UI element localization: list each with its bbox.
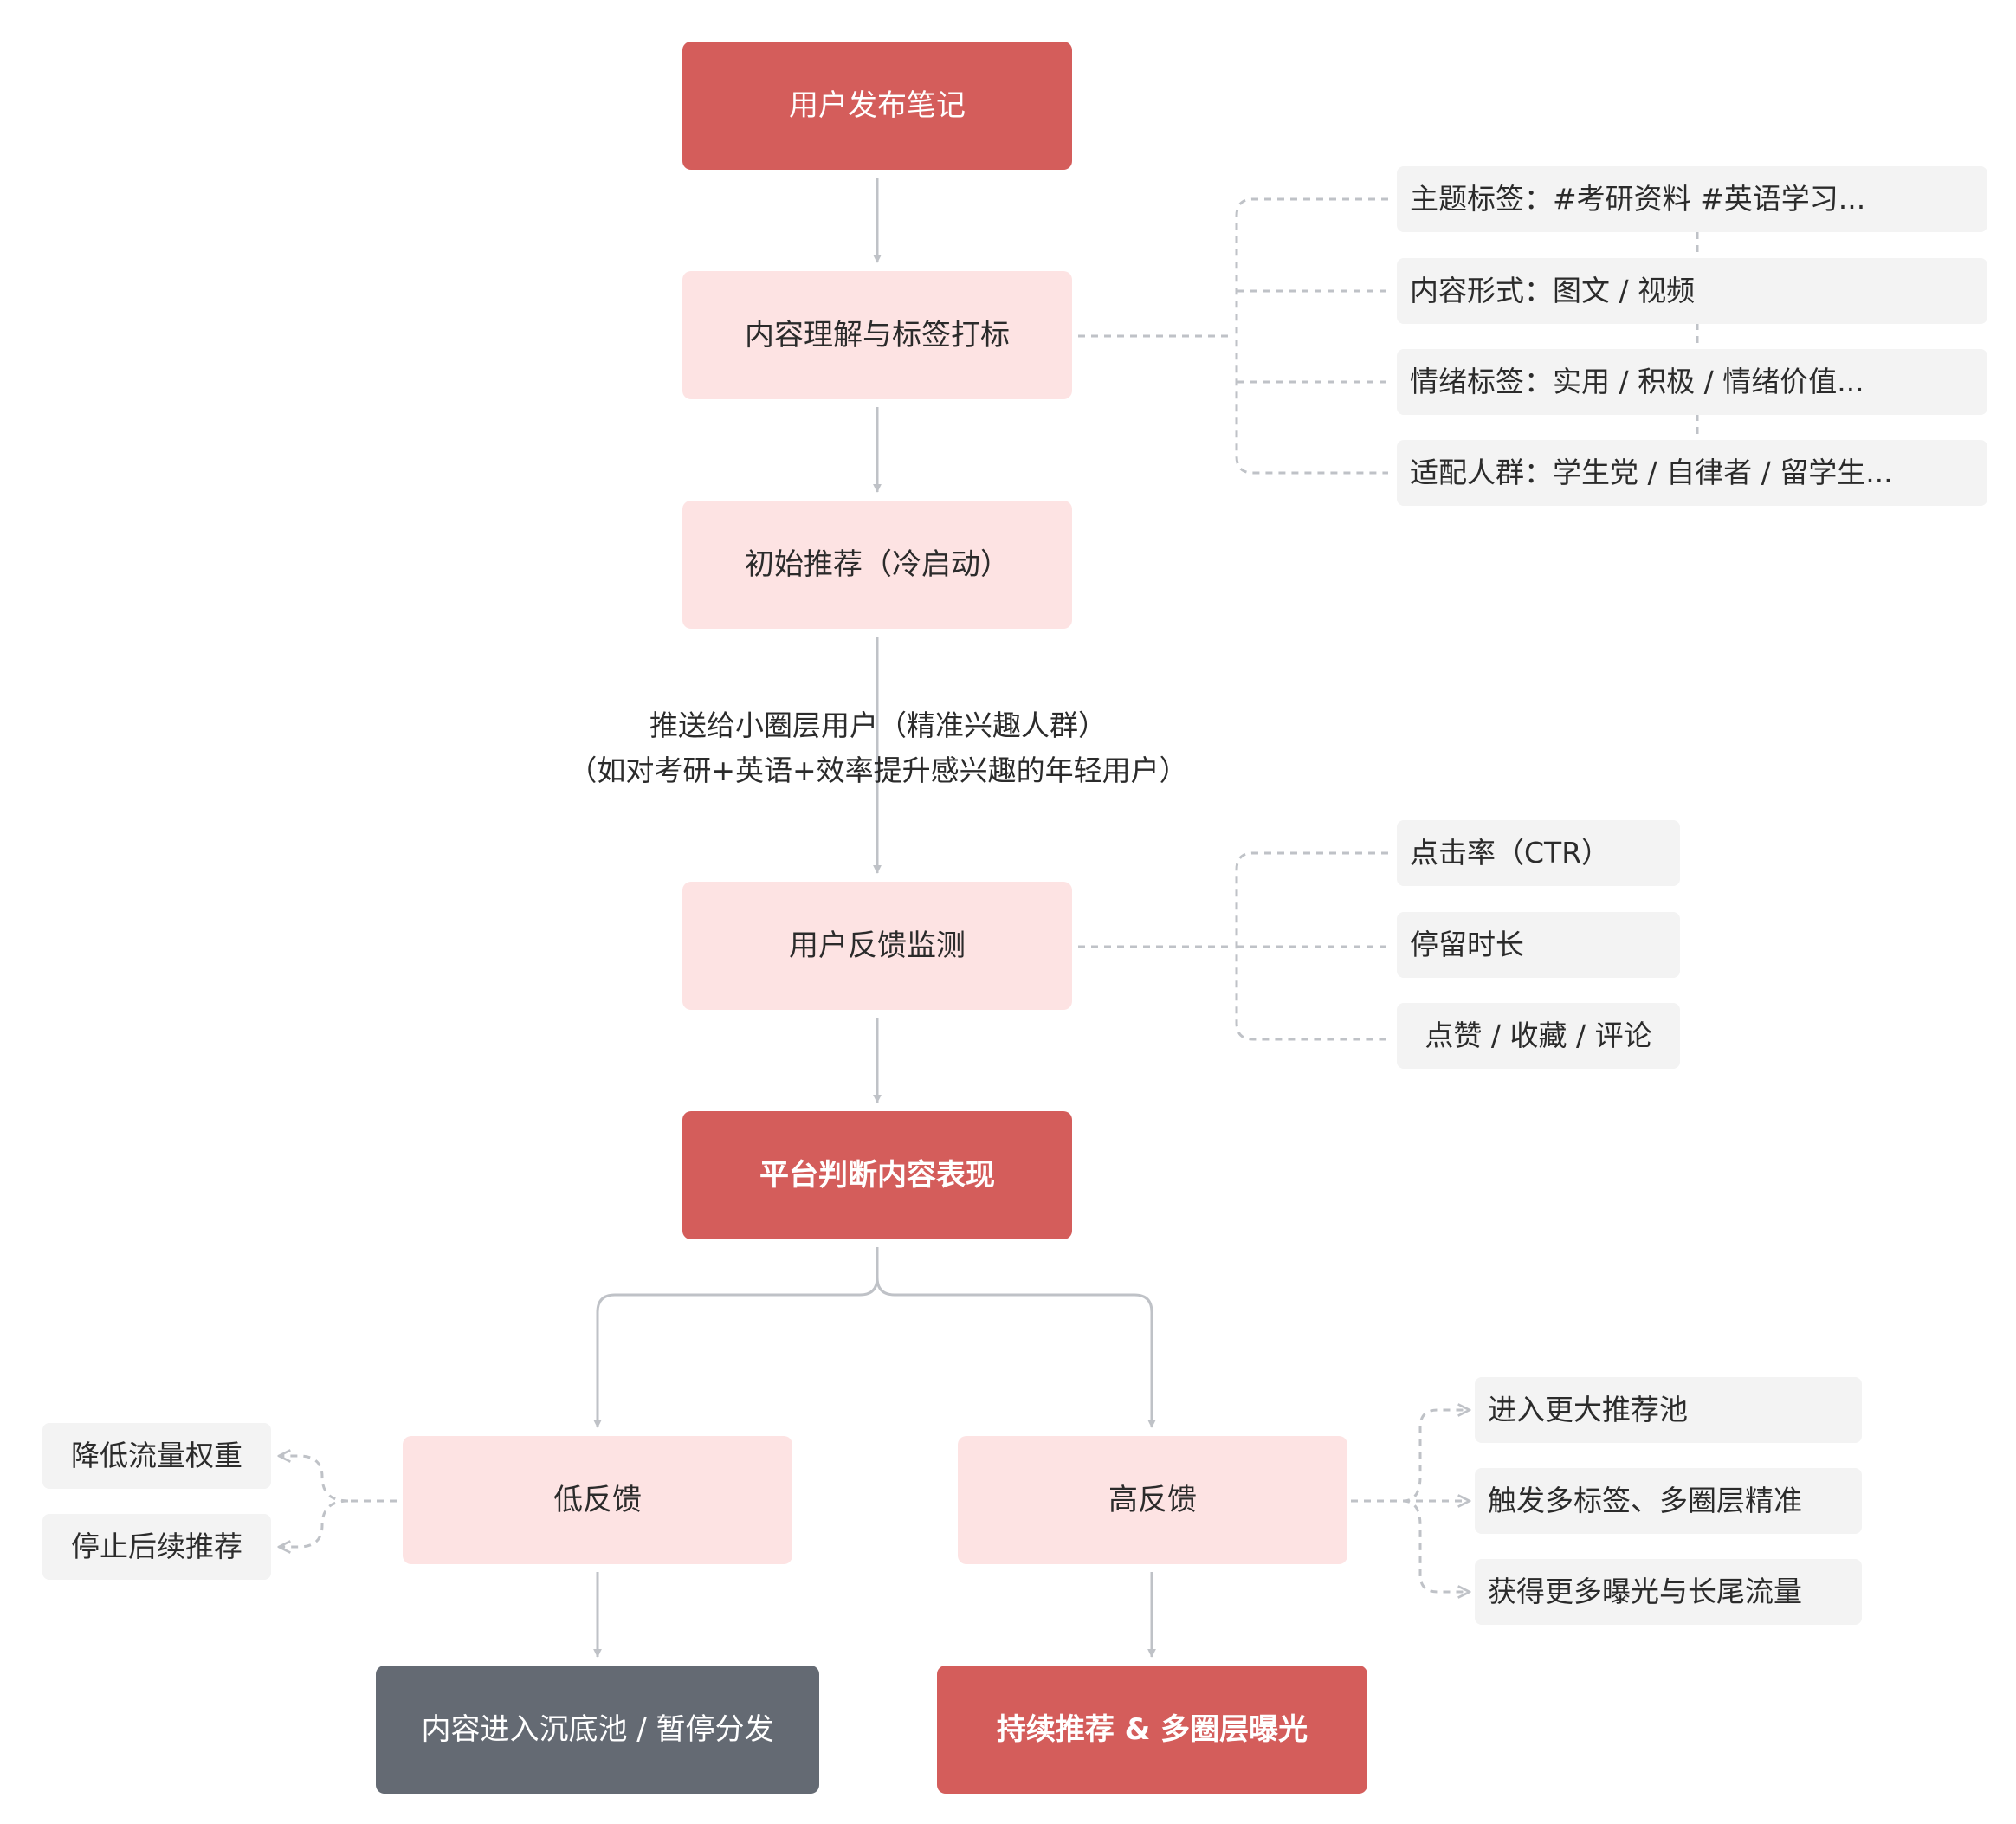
branch-judge-to-low <box>593 1247 879 1428</box>
dash-high-action-1 <box>1402 1410 1470 1503</box>
push-edge-label: 推送给小圈层用户（精准兴趣人群） （如对考研+英语+效率提升感兴趣的年轻用户） <box>445 703 1311 793</box>
content-tag-topic: 主题标签：#考研资料 #英语学习... <box>1397 166 1987 232</box>
node-content-understanding: 内容理解与标签打标 <box>682 271 1072 399</box>
high-action-more-exposure-label: 获得更多曝光与长尾流量 <box>1488 1575 1802 1609</box>
node-low-feedback: 低反馈 <box>403 1436 792 1564</box>
dash-high-action-3 <box>1402 1499 1470 1592</box>
metric-engagement: 点赞 / 收藏 / 评论 <box>1397 1003 1680 1069</box>
high-action-bigger-pool-label: 进入更大推荐池 <box>1488 1393 1688 1427</box>
node-feedback-monitor: 用户反馈监测 <box>682 882 1072 1010</box>
node-platform-judge: 平台判断内容表现 <box>682 1111 1072 1239</box>
node-high-outcome: 持续推荐 & 多圈层曝光 <box>937 1666 1367 1794</box>
dash-low-action-2 <box>279 1499 349 1547</box>
node-feedback-monitor-label: 用户反馈监测 <box>789 928 966 963</box>
node-high-feedback-label: 高反馈 <box>1108 1482 1197 1517</box>
node-cold-start-label: 初始推荐（冷启动） <box>745 547 1010 582</box>
node-low-outcome: 内容进入沉底池 / 暂停分发 <box>376 1666 819 1794</box>
high-action-bigger-pool: 进入更大推荐池 <box>1475 1377 1862 1443</box>
metric-dwell-time: 停留时长 <box>1397 912 1680 978</box>
high-action-multi-tag: 触发多标签、多圈层精准 <box>1475 1468 1862 1534</box>
dash-tags-bracket <box>1235 197 1388 475</box>
low-action-stop-recommend-label: 停止后续推荐 <box>71 1530 242 1564</box>
high-action-more-exposure: 获得更多曝光与长尾流量 <box>1475 1559 1862 1625</box>
content-tag-audience: 适配人群：学生党 / 自律者 / 留学生... <box>1397 440 1987 506</box>
content-tag-format-label: 内容形式：图文 / 视频 <box>1410 274 1696 308</box>
content-tag-format: 内容形式：图文 / 视频 <box>1397 258 1987 324</box>
node-low-outcome-label: 内容进入沉底池 / 暂停分发 <box>421 1711 774 1747</box>
metric-ctr-label: 点击率（CTR） <box>1410 836 1611 870</box>
push-edge-label-line2: （如对考研+英语+效率提升感兴趣的年轻用户） <box>568 754 1188 787</box>
dash-metrics-bracket <box>1235 851 1388 1041</box>
low-action-reduce-weight-label: 降低流量权重 <box>71 1439 242 1473</box>
high-action-multi-tag-label: 触发多标签、多圈层精准 <box>1488 1484 1802 1518</box>
metric-ctr: 点击率（CTR） <box>1397 820 1680 886</box>
content-tag-emotion: 情绪标签：实用 / 积极 / 情绪价值... <box>1397 349 1987 415</box>
node-platform-judge-label: 平台判断内容表现 <box>759 1157 995 1193</box>
metric-dwell-time-label: 停留时长 <box>1410 928 1524 962</box>
content-tag-audience-label: 适配人群：学生党 / 自律者 / 留学生... <box>1410 456 1893 490</box>
content-tag-emotion-label: 情绪标签：实用 / 积极 / 情绪价值... <box>1410 365 1864 399</box>
push-edge-label-line1: 推送给小圈层用户（精准兴趣人群） <box>649 708 1107 742</box>
node-publish-note-label: 用户发布笔记 <box>789 87 966 123</box>
node-low-feedback-label: 低反馈 <box>553 1482 642 1517</box>
low-action-reduce-weight: 降低流量权重 <box>42 1423 271 1489</box>
node-high-outcome-label: 持续推荐 & 多圈层曝光 <box>996 1711 1308 1747</box>
node-cold-start: 初始推荐（冷启动） <box>682 501 1072 629</box>
metric-engagement-label: 点赞 / 收藏 / 评论 <box>1425 1019 1652 1053</box>
content-tag-topic-label: 主题标签：#考研资料 #英语学习... <box>1410 182 1866 217</box>
branch-judge-to-high <box>876 1277 1156 1428</box>
node-content-understanding-label: 内容理解与标签打标 <box>745 317 1010 353</box>
node-publish-note: 用户发布笔记 <box>682 42 1072 170</box>
node-high-feedback: 高反馈 <box>958 1436 1347 1564</box>
low-action-stop-recommend: 停止后续推荐 <box>42 1514 271 1580</box>
dash-low-action-1 <box>279 1456 349 1503</box>
